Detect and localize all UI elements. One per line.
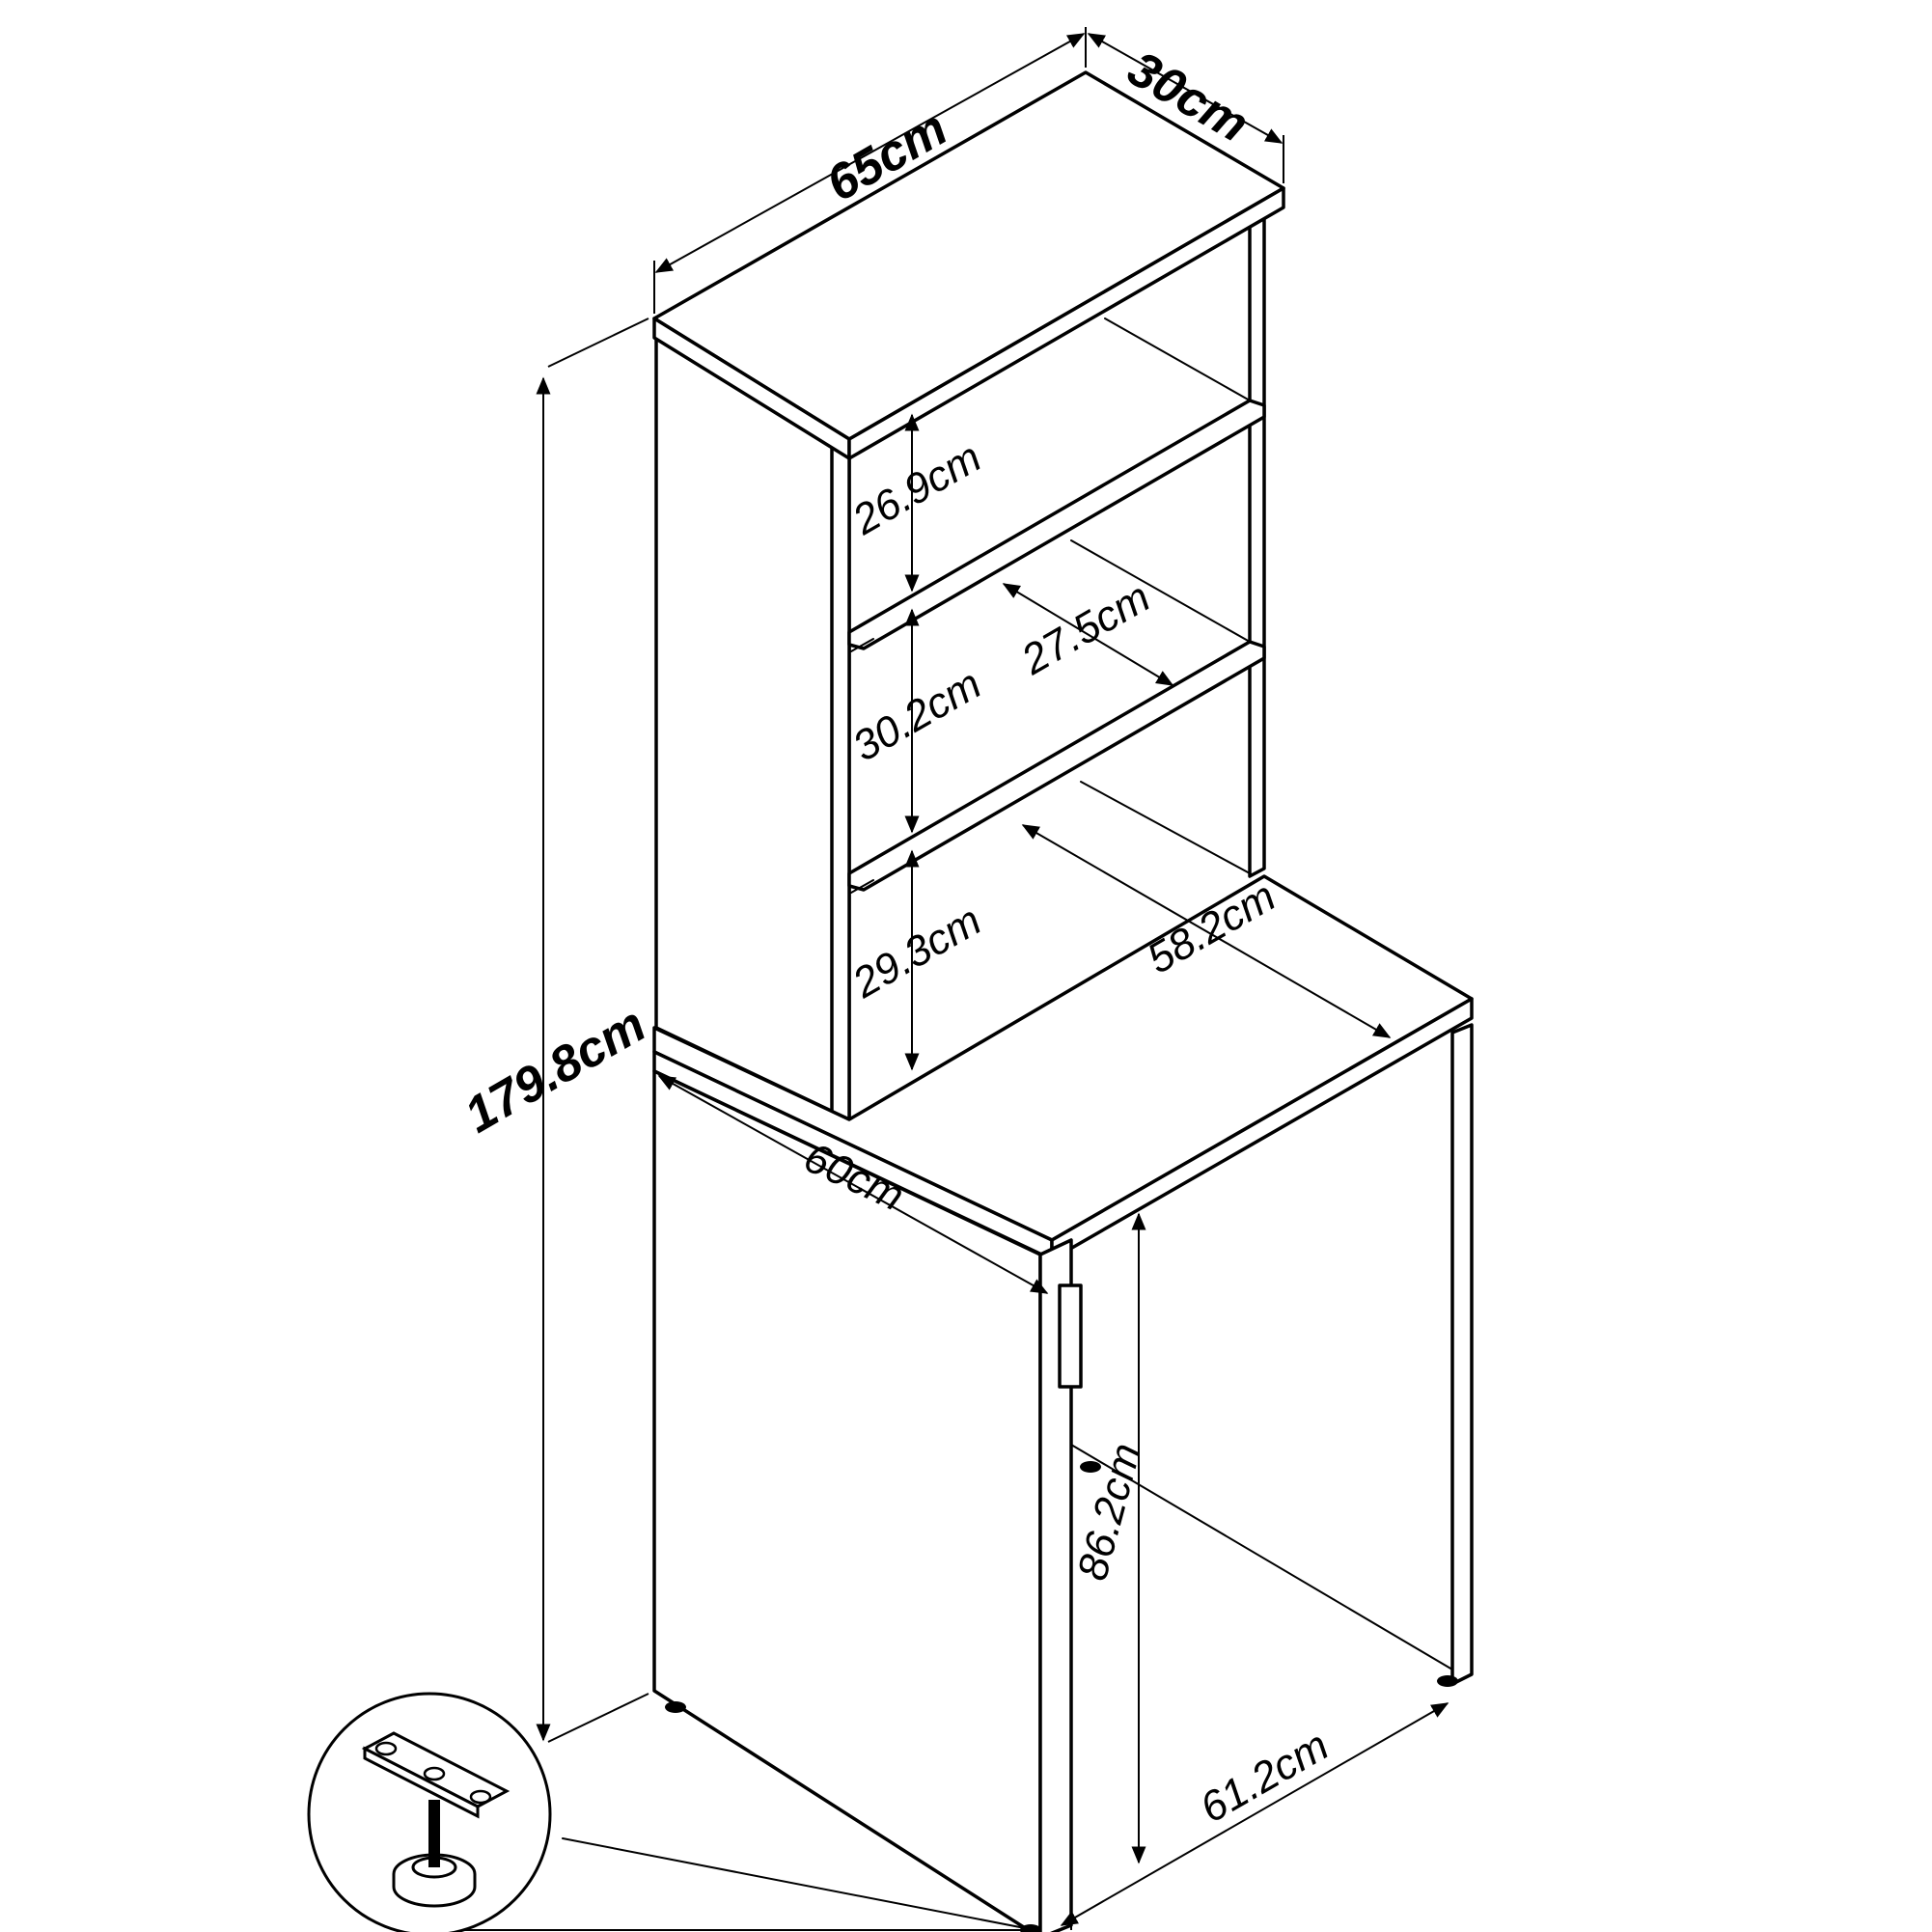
foot-left-front	[665, 1701, 686, 1713]
desk-right-leg-panel	[1450, 1023, 1474, 1686]
leveling-foot-icon	[361, 1731, 511, 1908]
label-side-depth: 61.2cm	[1193, 1722, 1337, 1833]
hutch-left-front-edge	[830, 430, 851, 1121]
hutch-unit	[652, 70, 1285, 1121]
door-handle	[1058, 1283, 1083, 1389]
label-shelf-2: 30.2cm	[845, 660, 989, 771]
foot-right-back	[1437, 1675, 1458, 1687]
hutch-left-side-panel	[654, 326, 851, 1121]
label-shelf-3: 29.3cm	[844, 897, 989, 1007]
foot-detail-callout	[307, 1692, 1026, 1932]
dimension-lines	[536, 27, 1449, 1930]
hutch-right-side-panel	[1248, 206, 1266, 878]
label-shelf-depth: 27.5cm	[1013, 573, 1158, 684]
hutch-top-side-edge	[847, 186, 1285, 460]
foot-inner	[1080, 1461, 1101, 1473]
shelf-2	[847, 640, 1266, 892]
label-total-height: 179.8cm	[455, 997, 655, 1145]
shelf-1	[847, 399, 1266, 650]
